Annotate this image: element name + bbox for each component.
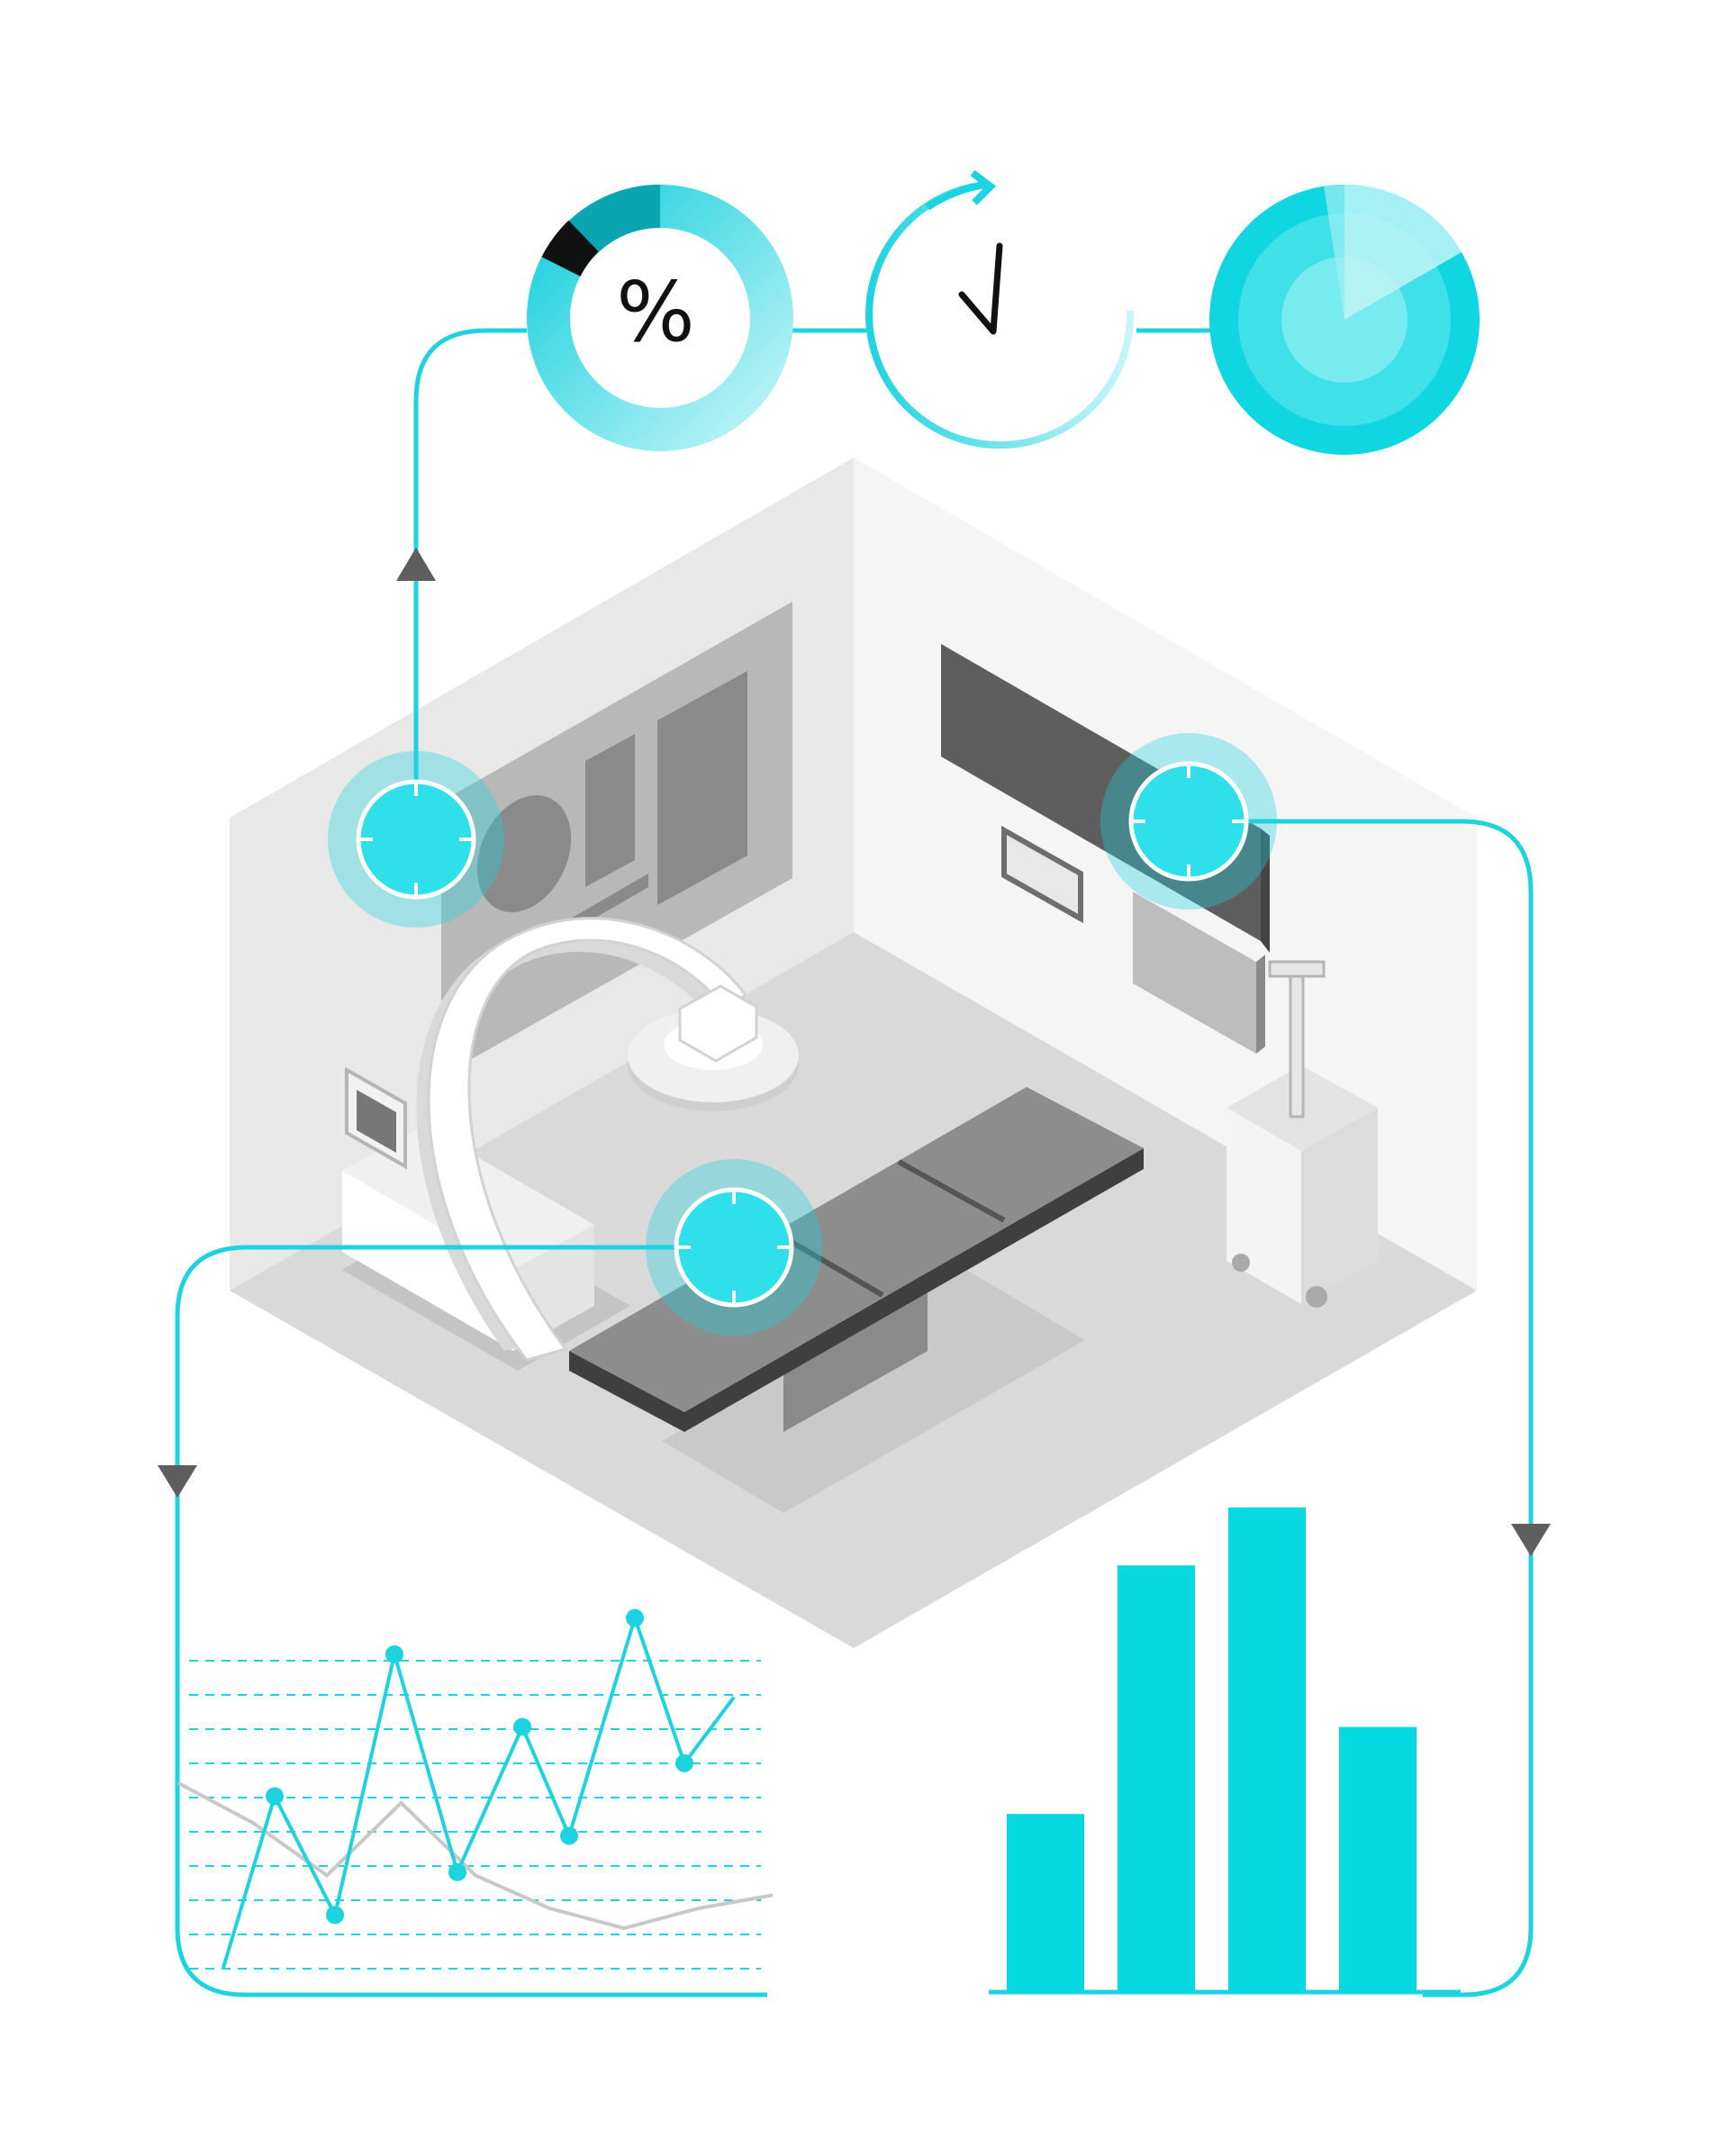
table-base-shadow	[662, 1268, 1085, 1513]
c-arm	[427, 917, 748, 1362]
target-marker	[1100, 733, 1277, 910]
table-pad-seam	[897, 1159, 1006, 1223]
cart-wheel	[1232, 1254, 1250, 1272]
clock-hands	[958, 242, 1003, 335]
bar-chart	[989, 1507, 1461, 1995]
cart-wheel	[1306, 1286, 1327, 1308]
wall-screen-edge	[1256, 955, 1265, 1054]
radar-sweep-highlight	[1324, 185, 1344, 320]
wall-screen-panel	[1133, 892, 1256, 1054]
cart-pole	[1289, 966, 1305, 1119]
target-core	[356, 779, 476, 900]
data-point	[560, 1826, 578, 1845]
cabinet-door-1	[585, 734, 635, 887]
target-core	[674, 1187, 794, 1308]
data-point	[448, 1862, 466, 1881]
clock-refresh-icon	[865, 169, 1135, 449]
data-point	[675, 1753, 693, 1772]
cart-side	[1301, 1108, 1378, 1304]
target-marker	[646, 1159, 822, 1336]
control-panel	[1001, 825, 1083, 924]
target-core	[1128, 761, 1249, 882]
clock-arrow-head	[970, 169, 997, 205]
console-monitor-screen	[357, 1090, 396, 1153]
target-marker	[328, 751, 504, 928]
data-point	[326, 1906, 344, 1925]
data-point	[513, 1717, 531, 1736]
bar	[1228, 1507, 1306, 1992]
connector-left-down	[175, 1245, 767, 1997]
cabinet-door-2	[657, 671, 747, 905]
series-line-teal	[222, 1612, 736, 1969]
percent-ring-black-segment	[541, 220, 600, 277]
radar-icon	[1209, 184, 1480, 455]
wall-lamp	[476, 795, 572, 912]
cart-arm	[1268, 960, 1326, 978]
percent-widget: %	[527, 185, 793, 451]
bar	[1118, 1565, 1195, 1992]
bar	[1339, 1726, 1417, 1992]
data-point	[385, 1644, 403, 1663]
target-markers	[328, 733, 1277, 1336]
percent-icon: %	[616, 264, 694, 360]
c-arm-detector	[678, 984, 758, 1063]
series-line-gray	[177, 1781, 774, 1931]
connector-left-up	[413, 328, 527, 839]
clock-ring	[865, 181, 1135, 449]
monitor-side	[1261, 829, 1270, 953]
line-chart	[177, 1608, 774, 1970]
data-point	[626, 1608, 644, 1627]
connector-right-down	[1189, 819, 1534, 1997]
arrow-down-icon	[158, 1465, 197, 1498]
radar-sweep	[1344, 184, 1462, 320]
bar	[1007, 1814, 1084, 1992]
arrow-down-icon	[1511, 1524, 1551, 1556]
table-pad	[569, 1087, 1144, 1412]
flow-connectors	[175, 328, 1534, 1997]
console-front	[342, 1171, 513, 1351]
clock-arrow-stem	[925, 181, 987, 211]
arrow-up-icon	[396, 548, 436, 581]
data-point	[266, 1787, 284, 1806]
